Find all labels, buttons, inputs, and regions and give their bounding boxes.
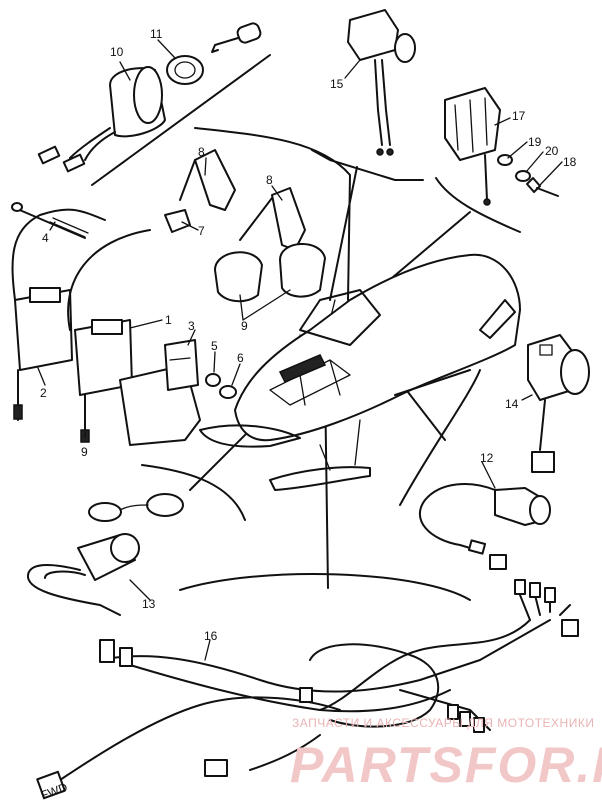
snowmobile bbox=[199, 253, 521, 491]
ignition-key bbox=[211, 22, 262, 53]
throttle-switch-12 bbox=[419, 483, 551, 570]
watermark: ЗАПЧАСТИ И АКСЕССУАРЫ ДЛЯ МОТОТЕХНИКИ PA… bbox=[290, 716, 602, 793]
callout-12: 12 bbox=[480, 451, 494, 465]
washer-5 bbox=[205, 373, 221, 387]
callout-15: 15 bbox=[330, 77, 344, 91]
nut-6 bbox=[219, 385, 237, 399]
callout-1: 1 bbox=[165, 313, 172, 327]
relay-15 bbox=[347, 9, 416, 156]
ignition-coil-2 bbox=[11, 208, 106, 421]
callout-3: 3 bbox=[188, 319, 195, 333]
callout-14: 14 bbox=[505, 397, 519, 411]
callout-20: 20 bbox=[545, 144, 559, 158]
bracket-rod-4 bbox=[11, 202, 89, 239]
callout-17: 17 bbox=[512, 109, 526, 123]
callout-16: 16 bbox=[204, 629, 218, 643]
clamp-7 bbox=[164, 209, 191, 233]
washer-20 bbox=[515, 170, 531, 182]
callout-11: 11 bbox=[150, 27, 163, 41]
watermark-subtitle: ЗАПЧАСТИ И АКСЕССУАРЫ ДЛЯ МОТОТЕХНИКИ bbox=[292, 716, 594, 730]
callout-8a: 8 bbox=[198, 145, 205, 159]
regulator-17 bbox=[444, 87, 501, 206]
callout-7: 7 bbox=[198, 224, 205, 238]
cover-9a bbox=[214, 251, 263, 303]
callout-6: 6 bbox=[237, 351, 244, 365]
plug-cap-8a bbox=[179, 149, 236, 211]
callout-leaders bbox=[37, 39, 563, 661]
callout-5: 5 bbox=[211, 339, 218, 353]
watermark-brand: PARTSFOR.RU bbox=[290, 737, 602, 793]
callout-8b: 8 bbox=[266, 173, 273, 187]
plug-cap-8b bbox=[239, 187, 306, 251]
main-switch-10 bbox=[37, 66, 166, 173]
callout-13: 13 bbox=[142, 597, 156, 611]
callout-19: 19 bbox=[528, 135, 542, 149]
kill-switch-13 bbox=[26, 493, 184, 616]
ignition-ring-11 bbox=[166, 55, 204, 85]
callout-4: 4 bbox=[42, 231, 49, 245]
callout-2: 2 bbox=[40, 386, 47, 400]
bolt-18 bbox=[526, 177, 559, 197]
callout-18: 18 bbox=[563, 155, 577, 169]
cover-9b bbox=[279, 243, 326, 298]
callout-numbers: 10 11 8 8 7 4 1 3 5 6 9 2 9 15 17 19 20 … bbox=[40, 27, 577, 643]
callout-10: 10 bbox=[110, 45, 124, 59]
cdi-unit-3 bbox=[119, 339, 201, 446]
callout-9a: 9 bbox=[81, 445, 88, 459]
wire-harness-16: FWD bbox=[36, 579, 579, 803]
callout-9b: 9 bbox=[241, 319, 248, 333]
handlebar-switch-14 bbox=[527, 334, 590, 473]
